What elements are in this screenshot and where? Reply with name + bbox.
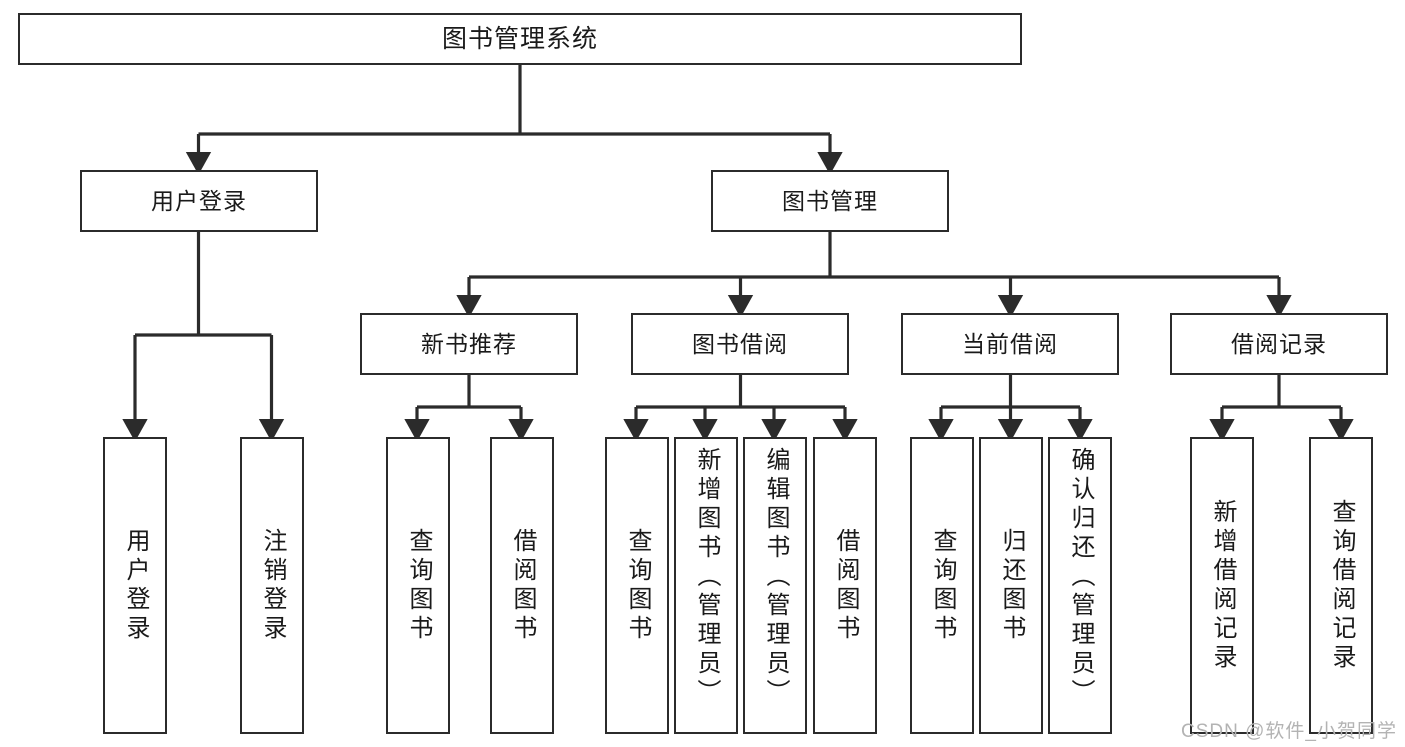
node-label: 新书推荐 [421, 330, 517, 357]
node-book-borrow[interactable]: 图书借阅 [631, 313, 849, 375]
leaf-current-query-book[interactable]: 查询图书 [910, 437, 974, 734]
leaf-user-login-logout[interactable]: 注销登录 [240, 437, 304, 734]
node-current-borrow[interactable]: 当前借阅 [901, 313, 1119, 375]
node-label: 借阅记录 [1231, 330, 1327, 357]
node-label: 确认归还（管理员） [1067, 447, 1094, 708]
node-label: 图书借阅 [692, 330, 788, 357]
node-new-book-recommend[interactable]: 新书推荐 [360, 313, 578, 375]
node-label: 用户登录 [151, 187, 247, 214]
leaf-borrow-borrow-book[interactable]: 借阅图书 [813, 437, 877, 734]
node-label: 图书管理 [782, 187, 878, 214]
node-label: 查询图书 [624, 527, 651, 644]
node-user-login[interactable]: 用户登录 [80, 170, 318, 232]
node-label: 用户登录 [122, 527, 149, 644]
leaf-user-login-login[interactable]: 用户登录 [103, 437, 167, 734]
node-label: 借阅图书 [832, 527, 859, 644]
node-book-management[interactable]: 图书管理 [711, 170, 949, 232]
leaf-borrow-edit-book-admin[interactable]: 编辑图书（管理员） [743, 437, 807, 734]
leaf-current-return-book[interactable]: 归还图书 [979, 437, 1043, 734]
leaf-record-query-record[interactable]: 查询借阅记录 [1309, 437, 1373, 734]
leaf-current-confirm-return-admin[interactable]: 确认归还（管理员） [1048, 437, 1112, 734]
node-label: 注销登录 [259, 527, 286, 644]
leaf-new-book-borrow[interactable]: 借阅图书 [490, 437, 554, 734]
leaf-new-book-query[interactable]: 查询图书 [386, 437, 450, 734]
node-label: 新增图书（管理员） [693, 447, 720, 708]
node-label: 编辑图书（管理员） [762, 447, 789, 708]
node-borrow-record[interactable]: 借阅记录 [1170, 313, 1388, 375]
node-label: 查询借阅记录 [1328, 498, 1355, 673]
node-label: 借阅图书 [509, 527, 536, 644]
node-label: 图书管理系统 [441, 24, 598, 53]
leaf-record-add-record[interactable]: 新增借阅记录 [1190, 437, 1254, 734]
leaf-borrow-add-book-admin[interactable]: 新增图书（管理员） [674, 437, 738, 734]
node-label: 当前借阅 [962, 330, 1058, 357]
node-root-system[interactable]: 图书管理系统 [18, 13, 1022, 65]
node-label: 查询图书 [929, 527, 956, 644]
watermark-text: CSDN @软件_小贺同学 [1181, 721, 1397, 742]
node-label: 归还图书 [998, 527, 1025, 644]
node-label: 查询图书 [405, 527, 432, 644]
node-label: 新增借阅记录 [1209, 498, 1236, 673]
leaf-borrow-query-book[interactable]: 查询图书 [605, 437, 669, 734]
